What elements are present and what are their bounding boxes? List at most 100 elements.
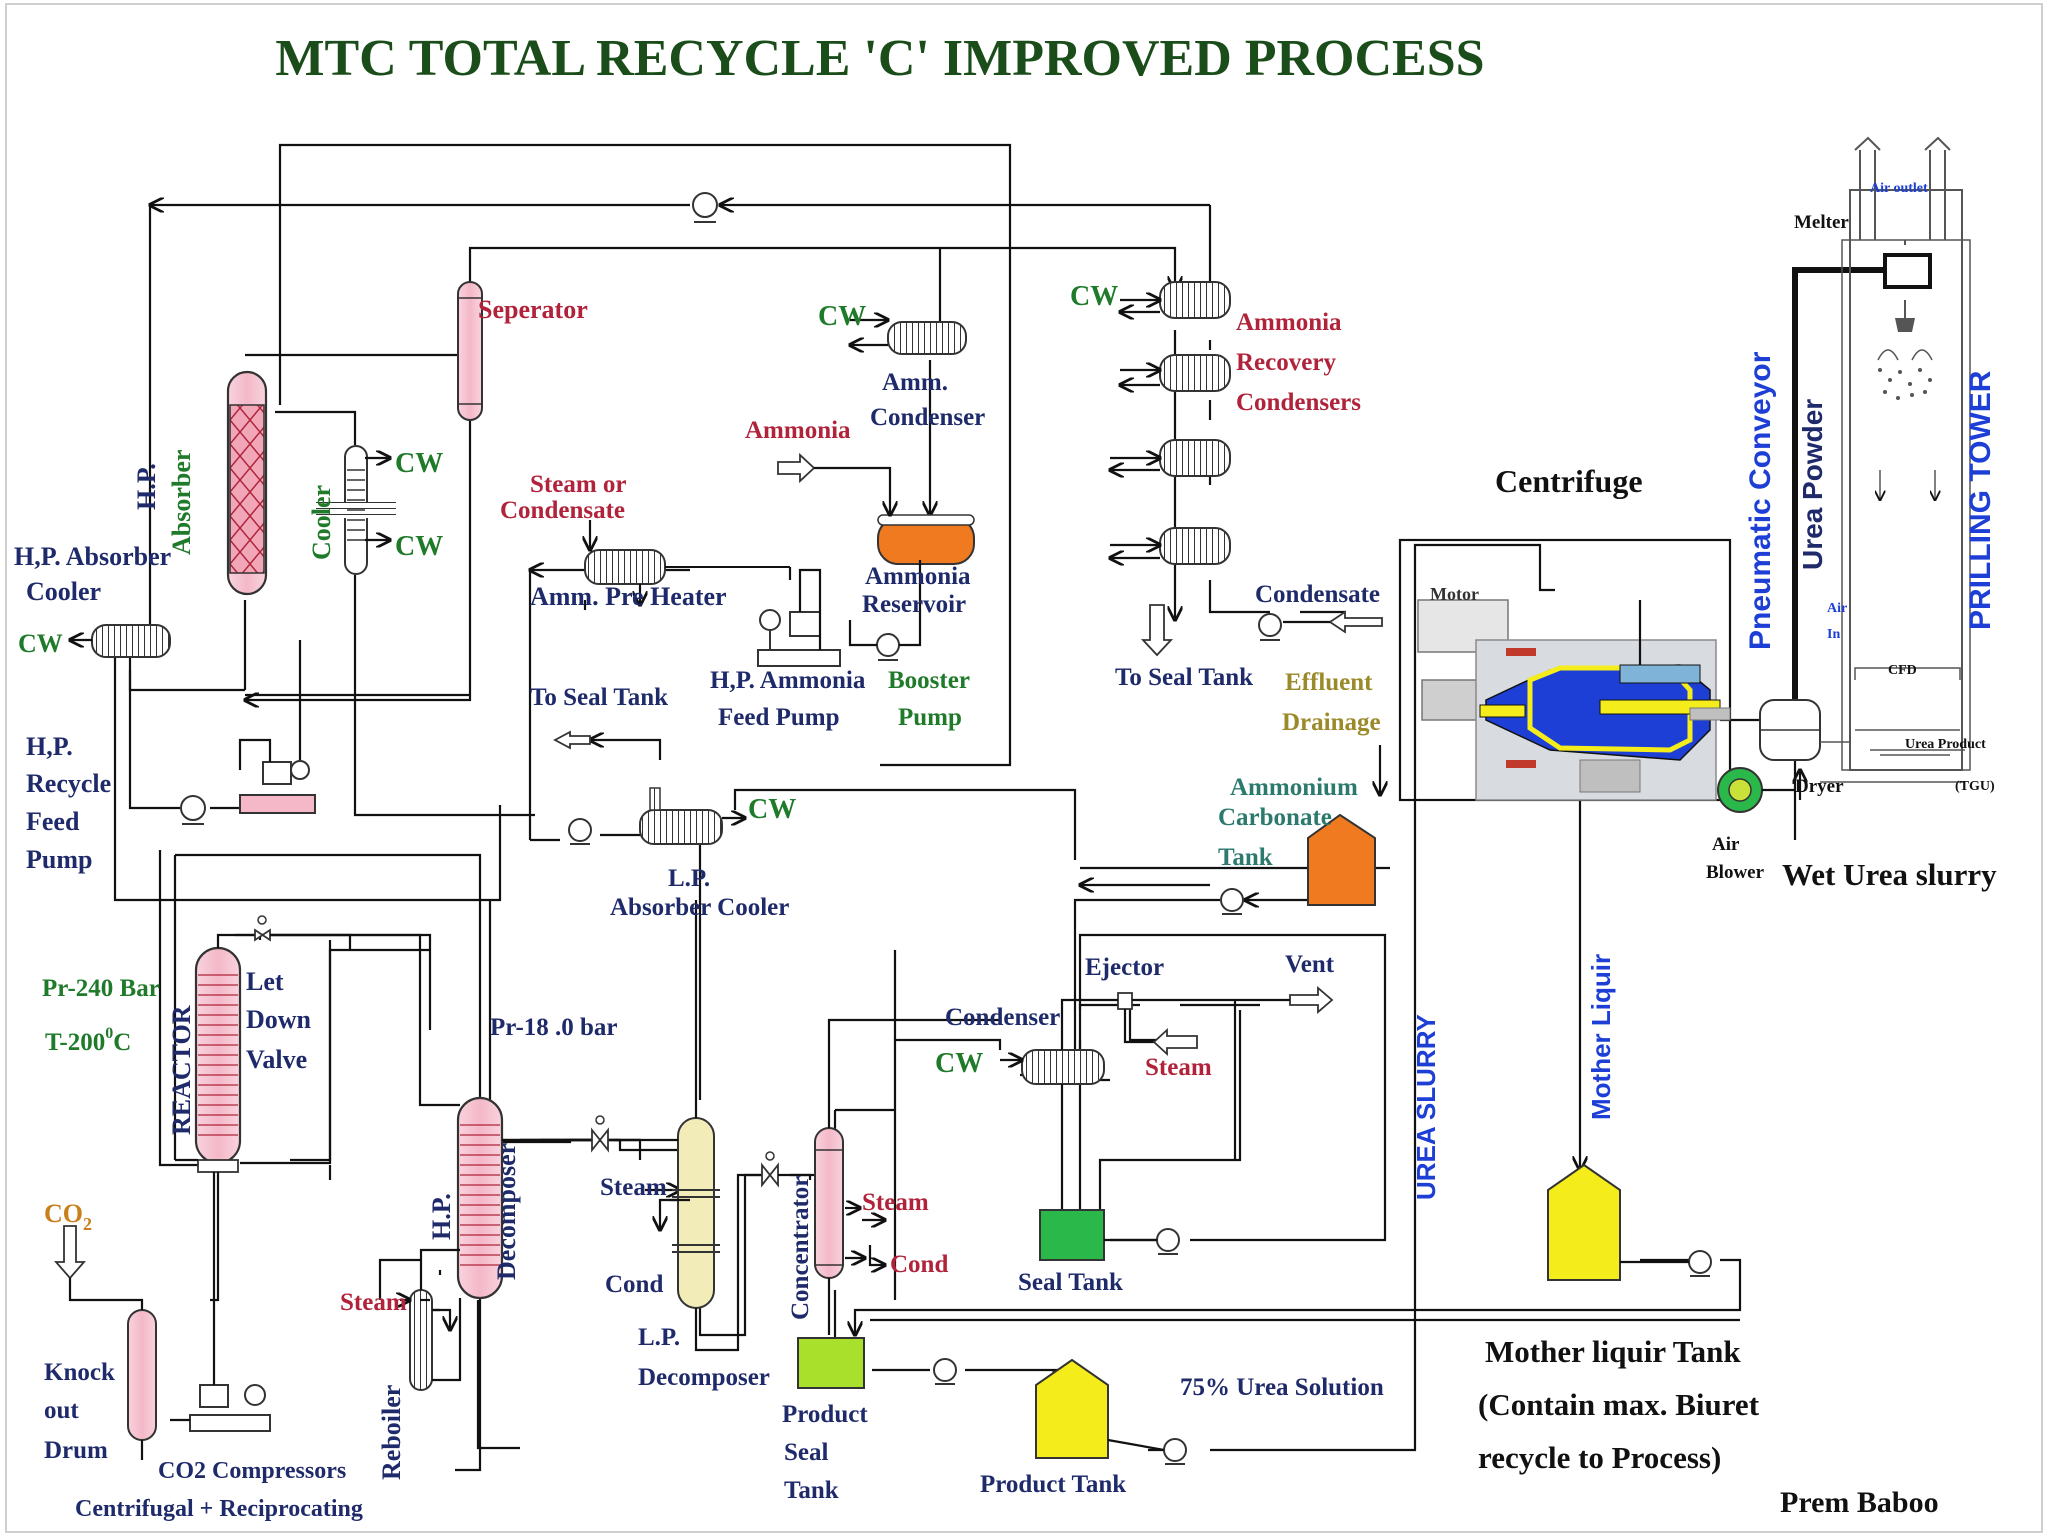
knock-out-drum [54,1225,157,1460]
seal-tank [1039,1209,1180,1261]
let-down-valve [254,915,460,1107]
label-air-in-2: In [1827,627,1840,642]
label-hp-recycle-3: Feed [26,807,80,836]
label-hp-absorber-cooler-1: H,P. Absorber [14,542,171,571]
label-cw-hp-absorber-cooler: CW [18,629,63,658]
diagram-title: MTC TOTAL RECYCLE 'C' IMPROVED PROCESS [275,30,1484,87]
label-vent: Vent [1285,951,1335,978]
ammonia-recovery-condensers [1110,281,1383,657]
label-pr-18: Pr-18 .0 bar [490,1014,618,1041]
ammonium-carbonate-tank [1220,813,1376,915]
label-t-200: T-2000C [45,1025,131,1056]
label-steam-ejector: Steam [1145,1054,1212,1081]
label-hp-decomposer-1: H.P. [427,1193,456,1240]
label-to-seal-tank-left: To Seal Tank [530,684,668,711]
lp-absorber-cooler [553,730,723,845]
label-pneumatic: Pneumatic Conveyor [1744,351,1777,650]
label-to-seal-tank-right: To Seal Tank [1115,664,1253,691]
label-amm-recovery-2: Recovery [1236,349,1336,376]
label-condensate-top: Condensate [500,497,625,524]
label-seal-tank: Seal Tank [1018,1269,1123,1296]
label-hp-recycle-2: Recycle [26,769,111,798]
label-product-seal-2: Seal [784,1439,829,1466]
label-hp-ammonia-feed-2: Feed Pump [718,704,840,731]
label-reboiler: Reboiler [377,1385,406,1480]
label-lp-abs-2: Absorber Cooler [610,894,789,921]
lower-condenser [1021,998,1105,1210]
label-product-seal-3: Tank [784,1477,839,1504]
reboiler [400,1248,520,1450]
label-amm-carb-3: Tank [1218,844,1273,871]
label-cond-concentrator: Cond [890,1251,948,1278]
label-cw-cooler-bottom: CW [395,531,443,562]
label-dryer: Dryer [1795,776,1844,797]
label-ammonia-reservoir-2: Reservoir [862,591,966,618]
label-knock-2: out [44,1397,79,1424]
label-amm-condenser-2: Condenser [870,404,985,431]
ammonia-reservoir [877,514,975,565]
piping [113,143,1900,1472]
hp-absorber-cooler [91,624,171,658]
label-ammonia: Ammonia [745,417,851,444]
label-condensate: Condensate [1255,581,1380,608]
label-mother-tank-1: Mother liquir Tank [1485,1334,1741,1369]
label-air-in-1: Air [1827,601,1847,616]
label-cw-lower: CW [935,1048,983,1079]
label-let-down-3: Valve [246,1045,307,1074]
label-steam-lp: Steam [600,1174,667,1201]
label-steam-or: Steam or [530,471,627,498]
label-product-seal-1: Product [782,1401,868,1428]
label-amm-recovery-3: Condensers [1236,389,1361,416]
label-booster-2: Pump [898,704,962,731]
label-ejector: Ejector [1085,954,1164,981]
label-ammonia-reservoir-1: Ammonia [865,563,971,590]
label-let-down-2: Down [246,1005,312,1034]
label-effluent-1: Effluent [1285,669,1373,696]
hp-ammonia-feed-pump [757,568,841,667]
label-hp-recycle-4: Pump [26,845,92,874]
mother-liquir-tank [1547,1163,1712,1281]
label-air-blower-2: Blower [1706,862,1765,883]
label-steam-reboiler: Steam [340,1289,407,1316]
label-cfd: CFD [1888,663,1917,678]
label-amm-carb-1: Ammonium [1230,774,1358,801]
page-frame [5,3,2043,1533]
label-motor: Motor [1430,584,1479,604]
concentrator-vessel [814,1018,1000,1335]
ejector [1075,986,1334,1160]
product-seal-tank [797,1337,957,1389]
label-prilling-tower: PRILLING TOWER [1964,370,1997,630]
label-cw-amm-condenser: CW [818,301,866,332]
label-booster-1: Booster [888,667,970,694]
ammonia-inlet-arrow [777,452,890,515]
label-amm-condenser-1: Amm. [882,369,948,396]
label-hp-ammonia-feed-1: H,P. Ammonia [710,667,866,694]
utility-arrows [70,320,1022,1302]
hp-recycle-feed-pump [180,738,316,825]
label-cw-recovery: CW [1070,281,1118,312]
label-let-down-1: Let [246,967,284,996]
label-author: Prem Baboo [1780,1486,1939,1519]
label-co2-comp-1: CO2 Compressors [158,1458,346,1484]
label-hp-recycle-1: H,P. [26,732,73,761]
label-hp-decomposer-2: Decomposer [492,1143,521,1280]
label-centrifuge: Centrifuge [1495,463,1643,499]
label-lp-abs-1: L.P. [668,865,710,892]
label-steam-concentrator: Steam [862,1189,929,1216]
recycle-top-pump [692,192,718,223]
label-pr-240: Pr-240 Bar [42,975,160,1002]
label-separator: Seperator [478,295,588,324]
label-knock-3: Drum [44,1437,108,1464]
cooler-exchanger [316,445,396,575]
label-amm-carb-2: Carbonate [1218,804,1332,831]
label-cond-lp: Cond [605,1271,663,1298]
centrifuge [1398,538,1732,802]
label-hp-absorber-cooler-2: Cooler [26,577,101,606]
label-air-outlet: Air outlet [1870,181,1928,196]
valve-concentrator-inlet [761,1151,815,1188]
label-effluent-2: Drainage [1282,709,1381,736]
label-urea-solution: 75% Urea Solution [1180,1374,1384,1401]
label-lp-decomposer-2: Decomposer [638,1364,770,1391]
label-cooler: Cooler [307,485,336,560]
